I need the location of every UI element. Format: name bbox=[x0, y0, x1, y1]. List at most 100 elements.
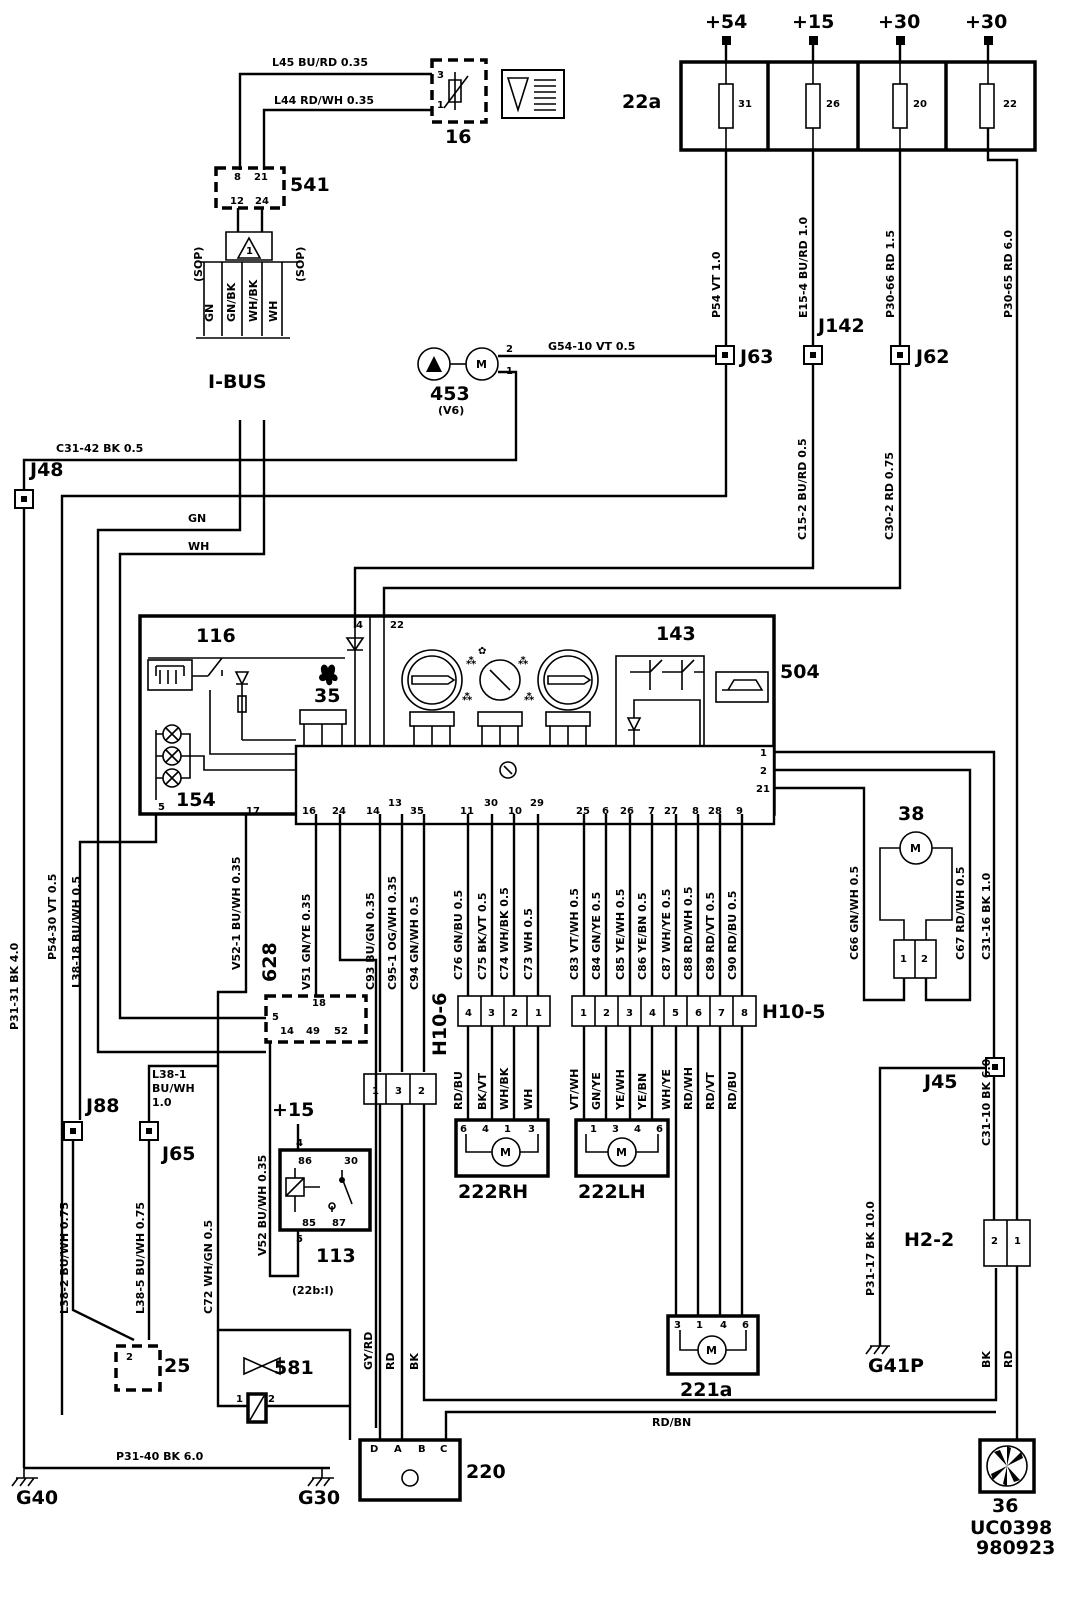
pin-label: 2 bbox=[921, 954, 928, 965]
pin-label: 9 bbox=[736, 806, 743, 817]
wire-bus-gn bbox=[96, 420, 266, 1054]
pin-label: 25 bbox=[576, 806, 590, 817]
pin-label: 17 bbox=[246, 806, 260, 817]
wire-label: WH bbox=[522, 1089, 535, 1110]
motor-label: M bbox=[706, 1344, 717, 1357]
motor-label: M bbox=[910, 842, 921, 855]
wire-l45 bbox=[238, 72, 432, 170]
wire-label-g54: G54-10 VT 0.5 bbox=[548, 340, 635, 353]
j65-label: J65 bbox=[160, 1143, 196, 1165]
pin-label: 11 bbox=[460, 806, 474, 817]
wire-label-l44: L44 RD/WH 0.35 bbox=[274, 94, 374, 107]
pin-label: 2 bbox=[511, 1008, 518, 1019]
pin-label: 14 bbox=[280, 1026, 294, 1037]
wire-label-p31-17: P31-17 BK 10.0 bbox=[864, 1201, 877, 1296]
motor-label: M bbox=[500, 1146, 511, 1159]
pin-label: 5 bbox=[672, 1008, 679, 1019]
pin-label: 4 bbox=[634, 1124, 641, 1135]
pin-label: 6 bbox=[695, 1008, 702, 1019]
terminal-dot bbox=[722, 36, 731, 45]
indicator-led-icon bbox=[234, 671, 250, 686]
wire-label-c75: C75 BK/VT 0.5 bbox=[476, 893, 489, 980]
wire-label-c73: C73 WH 0.5 bbox=[522, 908, 535, 980]
pin-label: 16 bbox=[302, 806, 316, 817]
pump-icon bbox=[426, 356, 442, 372]
wire-v52 bbox=[268, 1042, 300, 1278]
component-116-label: 116 bbox=[196, 625, 236, 647]
pin-label: 1 bbox=[900, 954, 907, 965]
svg-text:⁂: ⁂ bbox=[518, 655, 529, 667]
wire-label-c30: C30-2 RD 0.75 bbox=[883, 452, 896, 540]
temp-sensor-icon bbox=[506, 77, 530, 113]
pin-label: 24 bbox=[255, 196, 269, 207]
g30-label: G30 bbox=[298, 1487, 340, 1509]
pin-label: 2 bbox=[126, 1352, 133, 1363]
valve-581: 581 1 2 bbox=[216, 1330, 350, 1424]
wire-rd-bn bbox=[444, 1410, 996, 1440]
wire-c31-16 bbox=[774, 750, 996, 1060]
pin-label: 8 bbox=[234, 172, 241, 183]
component-35-label: 35 bbox=[314, 685, 340, 707]
bus-wire-label: WH/BK bbox=[247, 279, 260, 322]
indicator-led-icon bbox=[626, 717, 642, 732]
actuator-222lh: 1 3 4 6 M 222LH bbox=[574, 1118, 670, 1203]
wire-c93 bbox=[338, 814, 378, 1428]
pin-label: 3 bbox=[437, 70, 444, 81]
rear-window-heater-icon bbox=[147, 659, 193, 691]
wire-label-c72: C72 WH/GN 0.5 bbox=[202, 1220, 215, 1314]
wire-label-c74: C74 WH/BK 0.5 bbox=[498, 887, 511, 980]
wire-label: RD/WH bbox=[682, 1067, 695, 1110]
wire-label-c83: C83 VT/WH 0.5 bbox=[568, 888, 581, 980]
ground-icon bbox=[11, 1468, 38, 1487]
pin-label: 1 bbox=[760, 748, 767, 759]
pin-label: 3 bbox=[612, 1124, 619, 1135]
bus-wire-label: GN bbox=[203, 304, 216, 322]
pin-label: 6 bbox=[602, 806, 609, 817]
wire-label-l38-1-size: 1.0 bbox=[152, 1096, 172, 1109]
wire-v52-1 bbox=[216, 814, 352, 1440]
wire-c31-42 bbox=[22, 370, 518, 1468]
wire-l38-18 bbox=[78, 814, 158, 1120]
fuse-icon bbox=[979, 83, 995, 129]
wire-label-c31: C31-42 BK 0.5 bbox=[56, 442, 143, 455]
wire-label-p31-40: P31-40 BK 6.0 bbox=[116, 1450, 204, 1463]
component-453-label: 453 bbox=[430, 383, 470, 405]
pin-label: 1 bbox=[504, 1124, 511, 1135]
car-recirculation-icon bbox=[715, 671, 769, 703]
pin-label: 8 bbox=[692, 806, 699, 817]
pin-label: 1 bbox=[1014, 1236, 1021, 1247]
component-113-note: (22b:I) bbox=[292, 1284, 334, 1297]
pin-label: 7 bbox=[718, 1008, 725, 1019]
pin-label: 1 bbox=[696, 1320, 703, 1331]
pin-label: 8 bbox=[741, 1008, 748, 1019]
component-221a-label: 221a bbox=[680, 1379, 732, 1401]
pin-label: 4 bbox=[482, 1124, 489, 1135]
wire-p30-65 bbox=[986, 128, 1019, 1220]
pin-label: 4 bbox=[465, 1008, 472, 1019]
j88-label: J88 bbox=[84, 1095, 120, 1117]
component-220-label: 220 bbox=[466, 1461, 506, 1483]
pin-label: 6 bbox=[656, 1124, 663, 1135]
pin-label: 6 bbox=[460, 1124, 467, 1135]
actuator-221a: 3 1 4 6 M 221a bbox=[666, 1314, 760, 1401]
electronics-icon bbox=[499, 761, 517, 779]
fuse-26-label: 26 bbox=[826, 99, 840, 110]
pin-label: 5 bbox=[296, 1234, 303, 1245]
fuse-20-label: 20 bbox=[913, 99, 927, 110]
wire-c15 bbox=[353, 364, 815, 628]
wire-label-l45: L45 BU/RD 0.35 bbox=[272, 56, 368, 69]
pin-label: B bbox=[418, 1444, 426, 1455]
g40-label: G40 bbox=[16, 1487, 58, 1509]
pin-label: 2 bbox=[603, 1008, 610, 1019]
module-220: D A B C 220 bbox=[358, 1438, 506, 1502]
component-541-label: 541 bbox=[290, 174, 330, 196]
pin-label: 4 bbox=[356, 620, 363, 631]
pin-label: 86 bbox=[298, 1156, 312, 1167]
pin-label: A bbox=[394, 1444, 402, 1455]
wire-label: RD/VT bbox=[704, 1072, 717, 1110]
actuator-222rh: 6 4 1 3 M 222RH bbox=[454, 1118, 550, 1203]
pin-label: 35 bbox=[410, 806, 424, 817]
wire-label-c84: C84 GN/YE 0.5 bbox=[590, 892, 603, 980]
wire-label-rd-bn: RD/BN bbox=[652, 1416, 691, 1429]
